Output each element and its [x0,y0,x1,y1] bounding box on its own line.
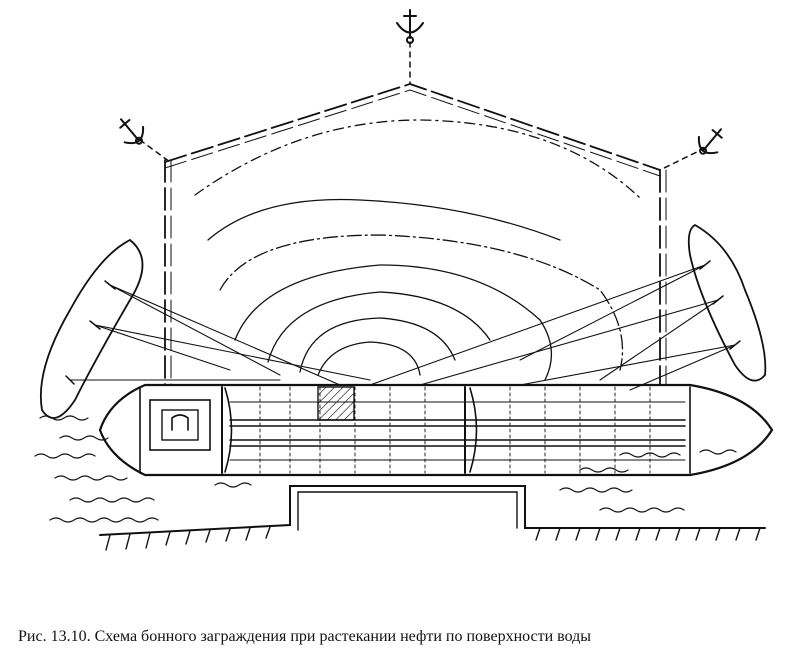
anchor-icon [396,9,424,44]
boom-barrier-outline [164,89,667,386]
anchor-icon [697,128,723,155]
shore-pier [99,485,766,536]
right-float [687,223,767,382]
shore-ticks [105,526,761,551]
anchor-icon [119,118,145,145]
oil-slick-contours [194,119,641,381]
anchor-lines [139,41,706,171]
tow-lines [69,264,736,391]
tanker-ship [98,383,774,477]
left-float [39,238,144,419]
tow-line-markers [65,260,741,385]
boom-barrier-diagram [34,9,774,551]
water-waves [34,415,737,523]
figure-caption: Рис. 13.10. Схема бонного заграждения пр… [18,628,592,645]
boom-barrier [164,83,661,386]
